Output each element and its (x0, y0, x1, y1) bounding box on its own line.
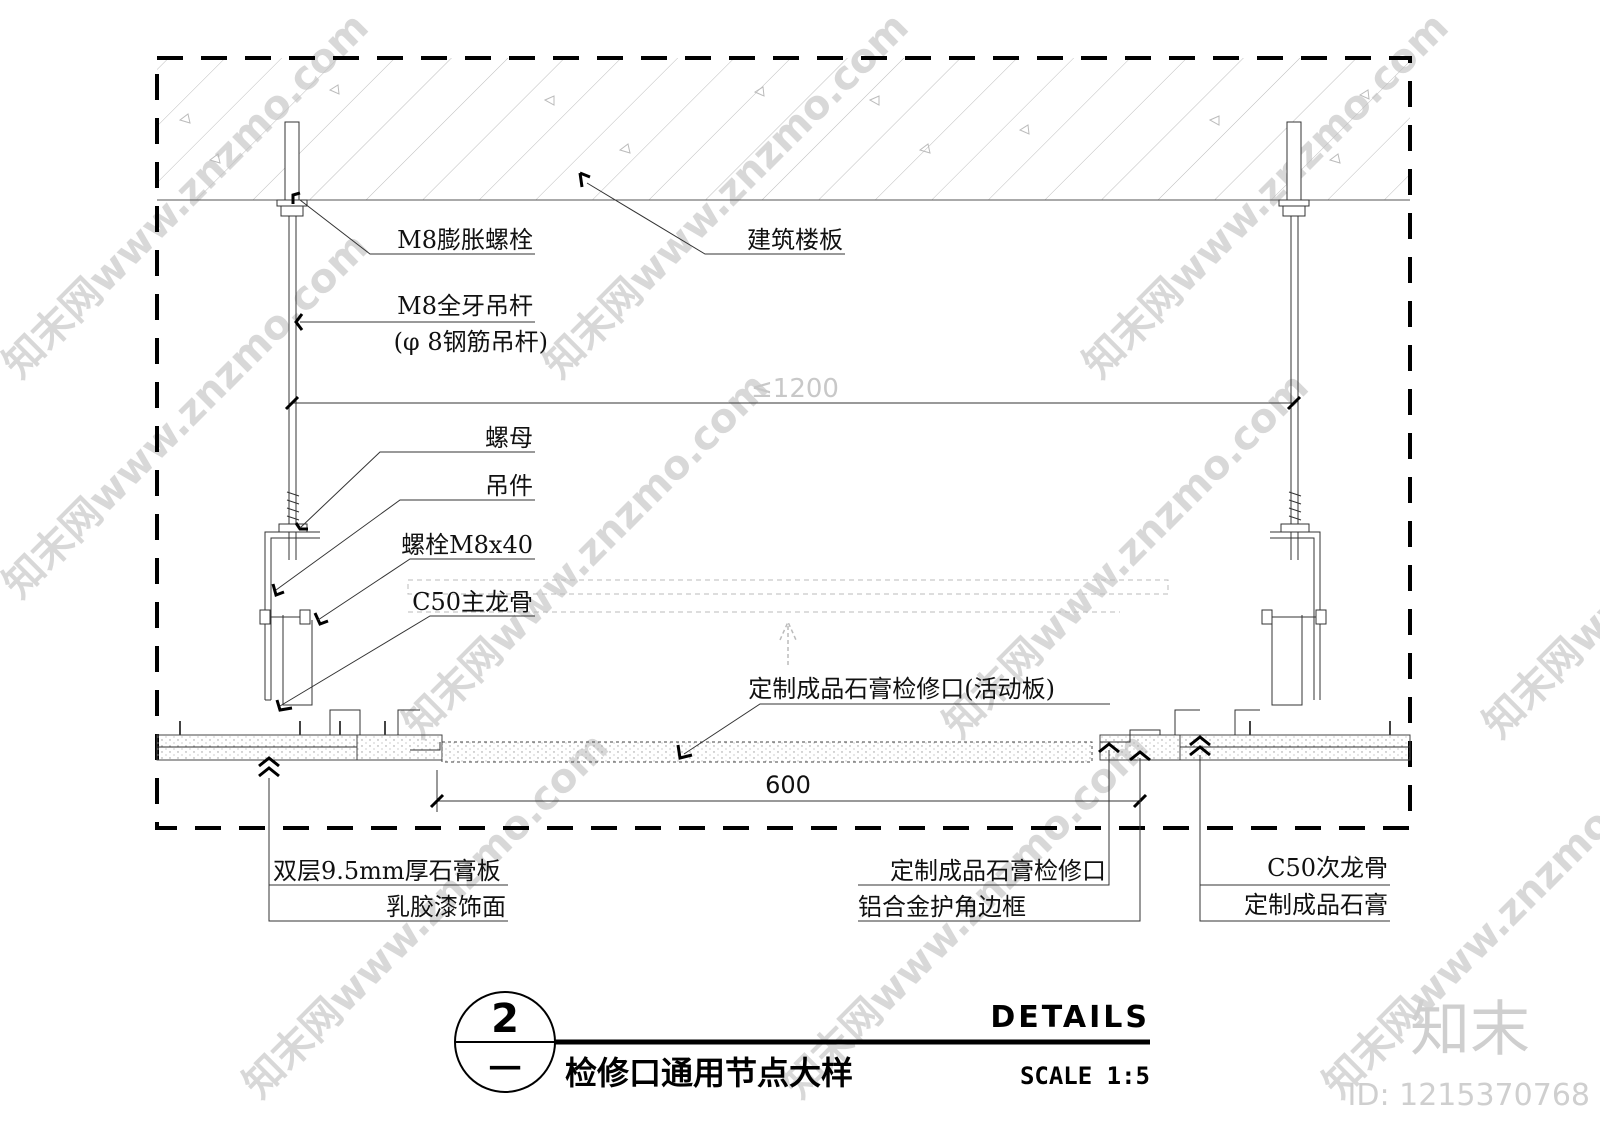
label-gypsum-line2: 乳胶漆饰面 (386, 893, 506, 921)
watermark-id: ID: 1215370768 (1348, 1078, 1590, 1113)
label-frame-line1: 定制成品石膏检修口 (890, 857, 1106, 885)
detail-number: 2 (491, 996, 519, 1042)
callout-access-panel: 定制成品石膏检修口(活动板) (676, 675, 1110, 760)
watermark-text: 知末网www.znzmo.com (1475, 364, 1600, 747)
callout-hanger-rod: M8全牙吊杆 (φ 8钢筋吊杆) (294, 292, 548, 356)
label-access-panel: 定制成品石膏检修口(活动板) (748, 675, 1055, 703)
callout-gypsum-board: 双层9.5mm厚石膏板 乳胶漆饰面 (258, 756, 508, 922)
callout-main-keel: C50主龙骨 (275, 588, 535, 712)
label-hanger-rod-line1: M8全牙吊杆 (397, 292, 533, 320)
label-bolt: 螺栓M8x40 (401, 531, 533, 559)
dimension-opening-width-text: 600 (765, 771, 811, 799)
corner-watermark: 知末 ID: 1215370768 (1348, 995, 1590, 1113)
callout-floor-slab: 建筑楼板 (578, 171, 845, 255)
lift-arrow (779, 620, 797, 665)
title-block: 2 一 DETAILS 检修口通用节点大样 SCALE 1:5 (454, 991, 1150, 1093)
sheet-number: 一 (489, 1050, 521, 1088)
left-hanger-assembly (259, 121, 320, 706)
panel-open-position (407, 579, 1169, 595)
label-frame-line2: 铝合金护角边框 (858, 893, 1026, 921)
label-gypsum-line1: 双层9.5mm厚石膏板 (273, 857, 501, 885)
label-main-keel: C50主龙骨 (412, 588, 533, 616)
label-hanger: 吊件 (485, 472, 533, 500)
label-hanger-rod-line2: (φ 8钢筋吊杆) (394, 328, 548, 356)
callout-sub-keel: C50次龙骨 定制成品石膏 (1189, 735, 1390, 922)
label-nut: 螺母 (485, 424, 533, 452)
detail-title: 检修口通用节点大样 (565, 1054, 853, 1092)
watermark-logo: 知末 (1410, 995, 1530, 1065)
label-expansion-bolt: M8膨胀螺栓 (397, 226, 533, 254)
detail-boundary (155, 56, 1412, 830)
callout-hanger: 吊件 (271, 472, 535, 597)
callout-nut: 螺母 (294, 424, 535, 531)
right-hanger-assembly (1261, 121, 1327, 706)
callout-access-frame: 定制成品石膏检修口 铝合金护角边框 (858, 742, 1151, 922)
slab-aggregate-marks (178, 84, 1370, 164)
callout-expansion-bolt: M8膨胀螺栓 (291, 191, 535, 255)
details-heading: DETAILS (990, 1000, 1150, 1035)
label-sub-keel-line2: 定制成品石膏 (1244, 891, 1388, 919)
dimension-rod-spacing-text: ≤1200 (751, 374, 839, 404)
callout-bolt: 螺栓M8x40 (313, 531, 535, 626)
ceiling-boards (156, 709, 1411, 763)
scale-label: SCALE 1:5 (1020, 1062, 1150, 1090)
dimension-rod-spacing: ≤1200 (284, 374, 1302, 411)
label-floor-slab: 建筑楼板 (747, 226, 843, 254)
label-sub-keel-line1: C50次龙骨 (1267, 854, 1388, 882)
floor-slab-hatch (157, 58, 1410, 200)
watermark-text: 知末网www.znzmo.com (0, 224, 378, 607)
